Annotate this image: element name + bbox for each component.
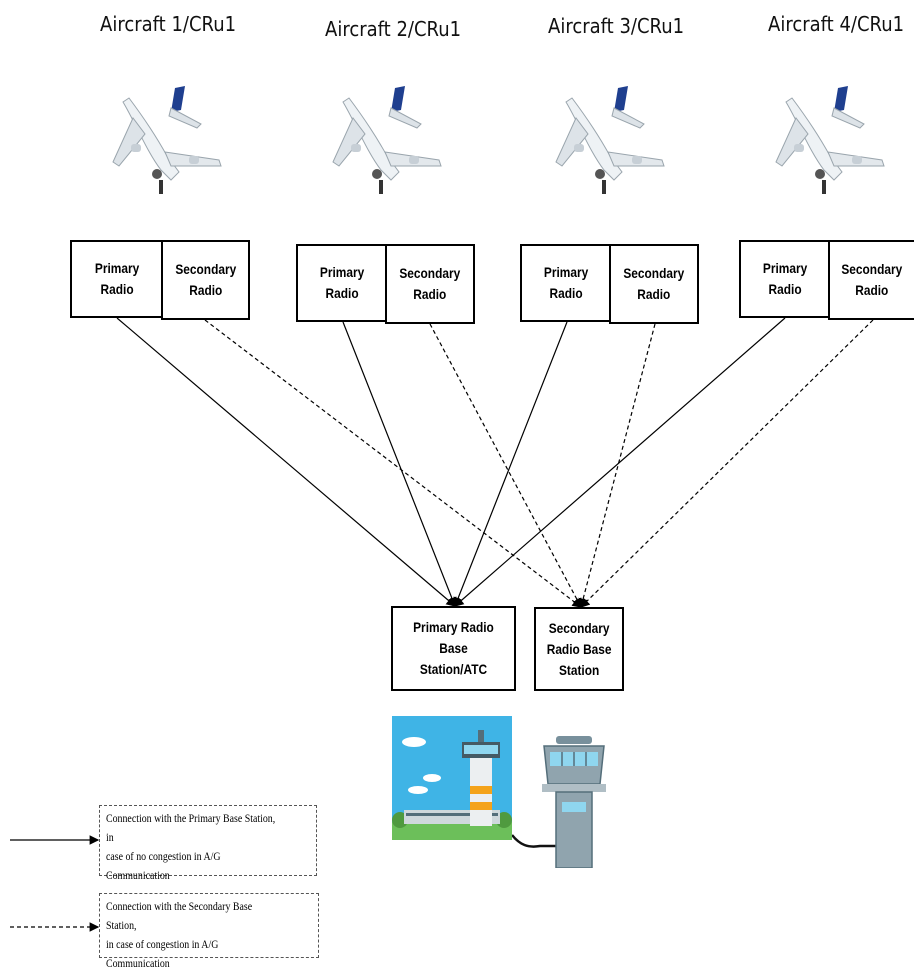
aircraft-2-title: Aircraft 2/CRu1 bbox=[325, 17, 462, 41]
aircraft-1-secondary-radio: Secondary Radio bbox=[161, 240, 250, 320]
control-tower-icon bbox=[542, 736, 606, 868]
primary-base-station: Primary Radio Base Station/ATC bbox=[391, 606, 516, 691]
tower-cable bbox=[511, 834, 566, 848]
aircraft-2-secondary-radio: Secondary Radio bbox=[385, 244, 475, 324]
aircraft-4-secondary-radio: Secondary Radio bbox=[828, 240, 914, 320]
aircraft-1-primary-radio: Primary Radio bbox=[70, 240, 164, 318]
primary-link-2 bbox=[342, 321, 457, 608]
secondary-link-2 bbox=[429, 323, 582, 609]
aircraft-3-title: Aircraft 3/CRu1 bbox=[548, 14, 685, 38]
primary-link-4 bbox=[454, 317, 786, 607]
primary-link-3 bbox=[453, 321, 568, 608]
airport-scene-icon bbox=[392, 716, 512, 840]
aircraft-4-primary-radio: Primary Radio bbox=[739, 240, 831, 318]
airplane-icon bbox=[112, 86, 222, 194]
aircraft-1-title: Aircraft 1/CRu1 bbox=[100, 12, 237, 36]
airplane-icon bbox=[775, 86, 885, 194]
aircraft-4-title: Aircraft 4/CRu1 bbox=[768, 12, 905, 36]
airplane-icon bbox=[332, 86, 442, 194]
aircraft-2-primary-radio: Primary Radio bbox=[296, 244, 388, 322]
aircraft-3-primary-radio: Primary Radio bbox=[520, 244, 612, 322]
aircraft-3-secondary-radio: Secondary Radio bbox=[609, 244, 699, 324]
airplane-icon bbox=[555, 86, 665, 194]
legend-solid: Connection with the Primary Base Station… bbox=[99, 805, 317, 882]
secondary-link-3 bbox=[578, 323, 656, 609]
secondary-link-4 bbox=[580, 319, 874, 608]
secondary-link-1 bbox=[204, 319, 582, 608]
legend-dashed: Connection with the Secondary Base Stati… bbox=[99, 893, 319, 970]
primary-link-1 bbox=[116, 317, 456, 607]
secondary-base-station: Secondary Radio Base Station bbox=[534, 607, 624, 691]
